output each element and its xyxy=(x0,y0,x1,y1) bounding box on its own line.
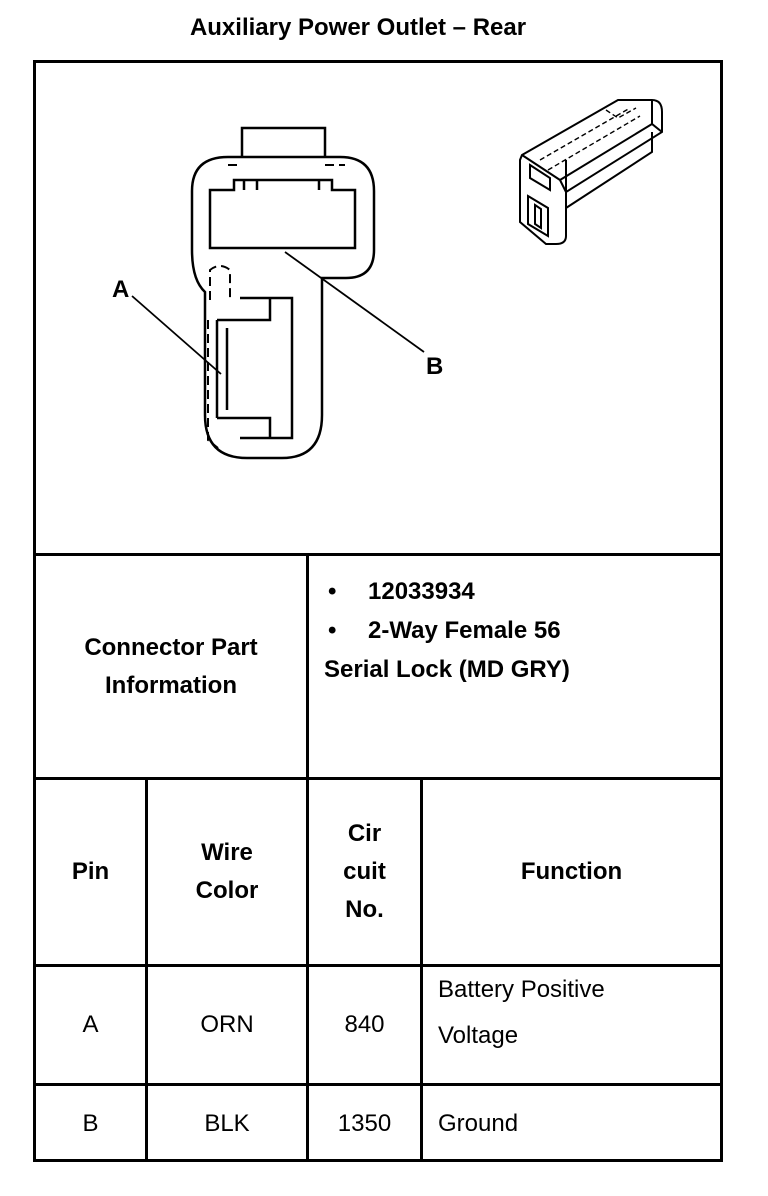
pin-b-label: B xyxy=(426,353,444,380)
connector-face-outline xyxy=(190,126,376,460)
dashed-seal-outline xyxy=(207,164,345,449)
table-cell-pin: B xyxy=(82,1110,99,1137)
bullet: • xyxy=(328,578,337,605)
divider xyxy=(420,777,423,1162)
divider xyxy=(33,964,723,967)
divider xyxy=(306,553,309,1162)
header-wire-color: Wire Color xyxy=(148,780,306,964)
connector-diagram xyxy=(131,99,663,460)
connector-part-details: • 12033934 • 2-Way Female 56 Serial Lock… xyxy=(324,572,570,689)
connector-3d-hidden-edges xyxy=(539,107,641,171)
header-circuit-no: Cir cuit No. xyxy=(309,780,420,964)
table-cell-circuit: 1350 xyxy=(337,1110,392,1137)
table-cell-pin: A xyxy=(82,1011,99,1038)
pin-a-label: A xyxy=(112,276,130,303)
table-cell-function: Ground xyxy=(438,1110,519,1137)
connector-table-frame xyxy=(33,60,723,1162)
connector-type-continuation: Serial Lock (MD GRY) xyxy=(324,656,570,683)
header-wire-color-line1: Wire xyxy=(201,839,253,866)
divider xyxy=(145,777,148,1162)
function-line2: Voltage xyxy=(438,1022,519,1049)
leader-lines xyxy=(131,251,425,375)
divider xyxy=(33,777,723,780)
connector-3d-illustration xyxy=(519,99,663,245)
header-circuit-line2: cuit xyxy=(343,858,386,885)
header-wire-color-line2: Color xyxy=(195,877,259,904)
divider xyxy=(33,553,723,556)
page-title: Auxiliary Power Outlet – Rear xyxy=(189,14,527,41)
connector-part-label: Connector Part Information xyxy=(36,556,306,777)
connector-part-label-line2: Information xyxy=(105,671,237,699)
bullet: • xyxy=(328,617,337,644)
table-cell-wire-color: ORN xyxy=(200,1011,254,1038)
function-line1: Battery Positive xyxy=(438,976,605,1003)
part-number: 12033934 xyxy=(368,578,475,605)
table-cell-function: Battery Positive Voltage xyxy=(438,967,720,1083)
part-number-item: • 12033934 xyxy=(324,572,570,611)
header-circuit-line1: Cir xyxy=(347,820,382,847)
connector-type: 2-Way Female 56 xyxy=(368,617,561,644)
header-circuit-line3: No. xyxy=(345,896,384,923)
table-cell-circuit: 840 xyxy=(344,1011,385,1038)
table-cell-wire-color: BLK xyxy=(204,1110,250,1137)
connector-part-label-line1: Connector Part xyxy=(84,633,258,661)
header-pin: Pin xyxy=(71,858,110,885)
header-function: Function xyxy=(520,858,623,885)
connector-type-item: • 2-Way Female 56 xyxy=(324,611,570,650)
divider xyxy=(33,1083,723,1086)
